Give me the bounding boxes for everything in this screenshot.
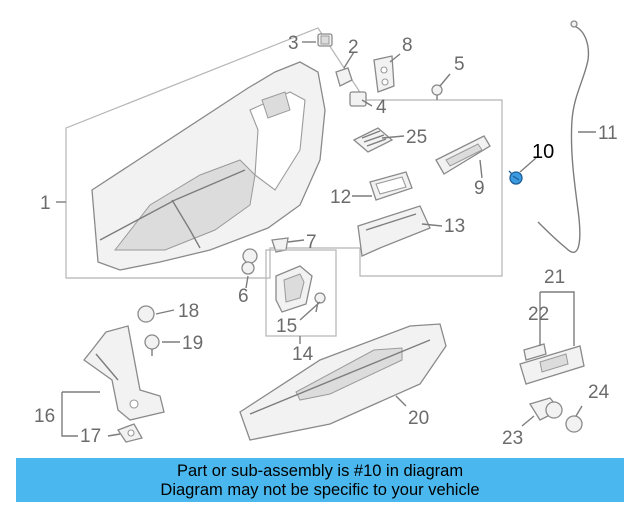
- part-22-housing: [519, 345, 585, 385]
- callout-20: 20: [408, 408, 429, 429]
- callout-6: 6: [238, 286, 249, 307]
- info-banner: Part or sub-assembly is #10 in diagram D…: [16, 458, 624, 502]
- callout-9: 9: [474, 178, 485, 199]
- part-2-clip: [335, 67, 353, 87]
- part-25-vent-grille: [352, 127, 394, 153]
- part-23-socket: [528, 397, 563, 421]
- cable-end: [570, 20, 578, 28]
- callout-15: 15: [276, 316, 297, 337]
- part-18-grommet: [137, 305, 155, 323]
- callout-3: 3: [288, 33, 299, 54]
- callout-1: 1: [40, 193, 51, 214]
- part-24-bulb: [565, 415, 583, 433]
- part-13-trim: [357, 205, 431, 257]
- callout-24: 24: [588, 382, 610, 403]
- subassembly-14-frame: [265, 249, 337, 337]
- callout-25: 25: [406, 127, 427, 148]
- callout-10: 10: [532, 141, 554, 163]
- callout-17: 17: [80, 426, 101, 447]
- part-16-bracket: [83, 325, 165, 421]
- callout-12: 12: [330, 187, 351, 208]
- callout-14: 14: [292, 344, 314, 365]
- banner-part-notice: Part or sub-assembly is #10 in diagram: [176, 462, 464, 480]
- part-19-screw: [144, 334, 160, 356]
- part-17-clip: [117, 423, 143, 443]
- callout-13: 13: [444, 216, 465, 237]
- part-12-lamp: [369, 171, 413, 201]
- part-20-console: [239, 323, 447, 441]
- callout-16: 16: [34, 406, 55, 427]
- part-15-bracket: [275, 265, 313, 313]
- callout-4: 4: [376, 97, 387, 118]
- part-6-nut: [241, 248, 258, 275]
- part-4-clip: [349, 91, 367, 107]
- part-11-cable: [537, 25, 590, 254]
- callout-22: 22: [528, 304, 549, 325]
- part-3-clip: [317, 33, 333, 47]
- callout-21: 21: [544, 267, 565, 288]
- callout-11: 11: [598, 123, 618, 144]
- callout-7: 7: [306, 232, 317, 253]
- part-5-screw: [431, 84, 443, 100]
- part-9-grab-handle: [435, 135, 491, 175]
- part-22-lamp: [523, 343, 547, 361]
- callout-18: 18: [178, 301, 199, 322]
- callout-5: 5: [454, 54, 465, 75]
- callout-19: 19: [182, 333, 203, 354]
- part-8-bracket: [373, 55, 395, 93]
- callout-23: 23: [502, 428, 523, 449]
- quarter-trim-panel: [91, 61, 326, 271]
- callout-2: 2: [348, 37, 359, 58]
- leader-lines: [56, 41, 596, 437]
- callout-8: 8: [402, 35, 413, 56]
- callout-labels: 1 2 3 4 5 6 7 8 9 10 11 12 13 14 15 16 1…: [34, 33, 618, 449]
- part-10-screw-highlighted: [508, 170, 523, 185]
- banner-disclaimer: Diagram may not be specific to your vehi…: [160, 481, 480, 499]
